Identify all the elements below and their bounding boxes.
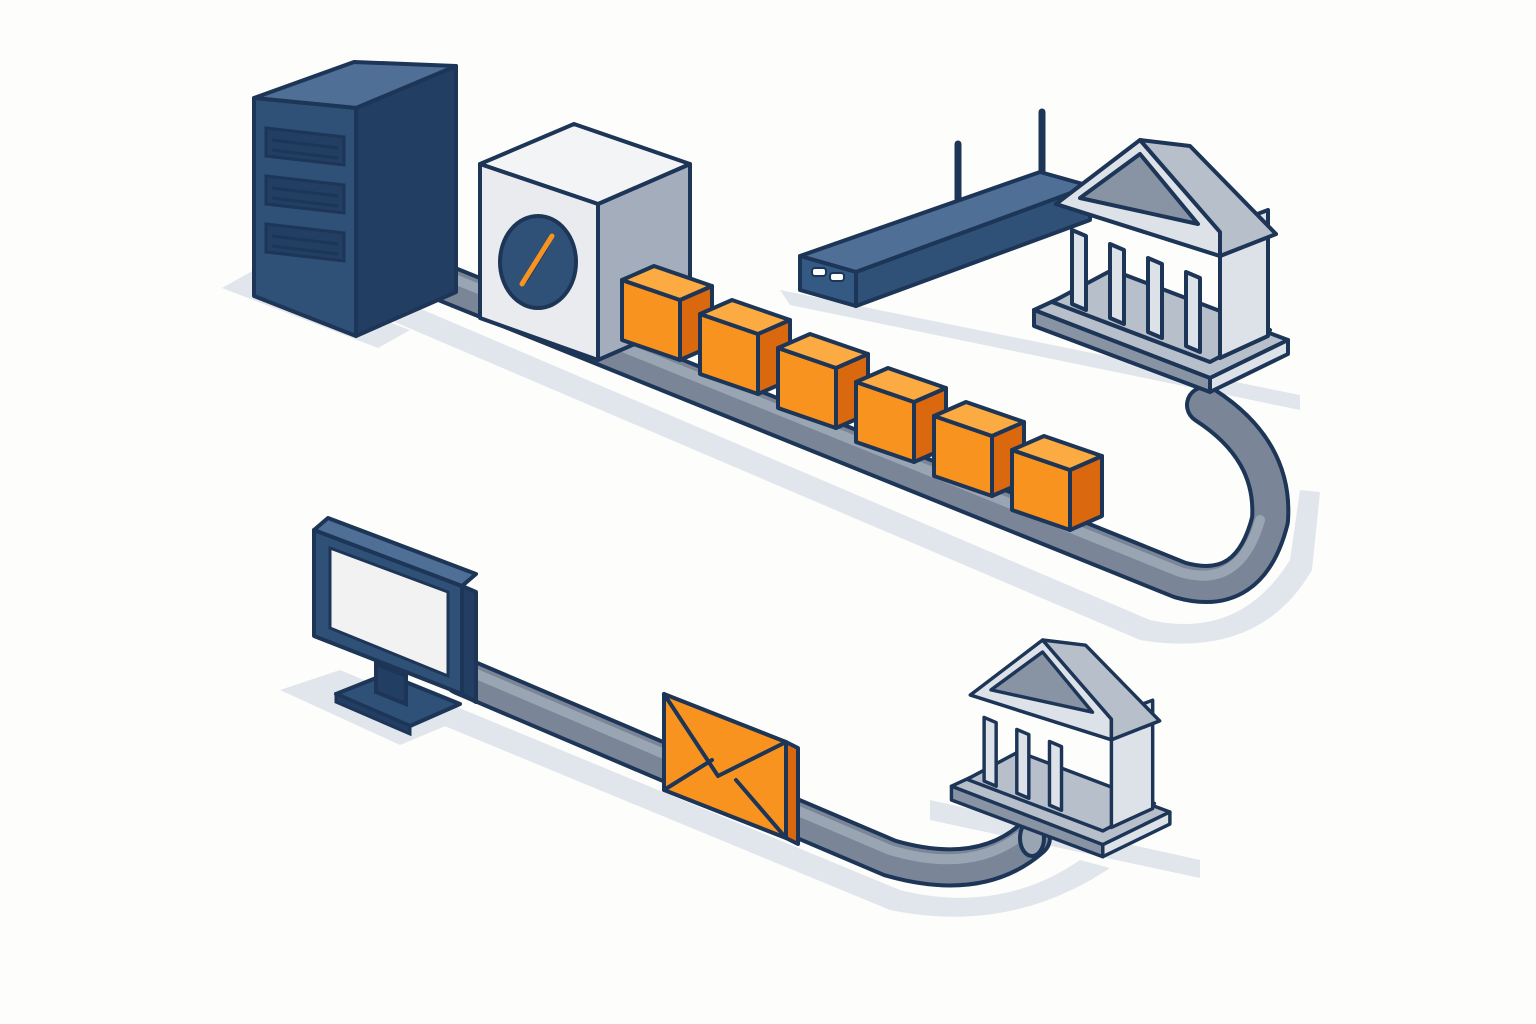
envelope-icon xyxy=(662,692,800,846)
packet-face-top xyxy=(776,332,870,370)
packet-face-top xyxy=(932,400,1026,438)
upper-pipe xyxy=(392,249,1291,604)
bank-building-icon xyxy=(1032,138,1290,394)
packet-face-top xyxy=(1010,434,1104,472)
data-packet-cube-icon xyxy=(620,264,714,362)
server-rack-icon xyxy=(252,60,458,338)
data-packet-cube-icon xyxy=(776,332,870,430)
router-icon xyxy=(798,108,1092,308)
data-packet-cube-icon xyxy=(698,298,792,396)
lower-pipe xyxy=(442,656,1052,888)
data-packet-group xyxy=(620,264,1104,532)
packet-face-top xyxy=(620,264,714,302)
packet-face-top xyxy=(698,298,792,336)
data-packet-cube-icon xyxy=(932,400,1026,498)
monitor-icon xyxy=(312,516,478,737)
packet-face-top xyxy=(854,366,948,404)
bank-building-icon xyxy=(949,638,1172,859)
data-packet-cube-icon xyxy=(1010,434,1104,532)
